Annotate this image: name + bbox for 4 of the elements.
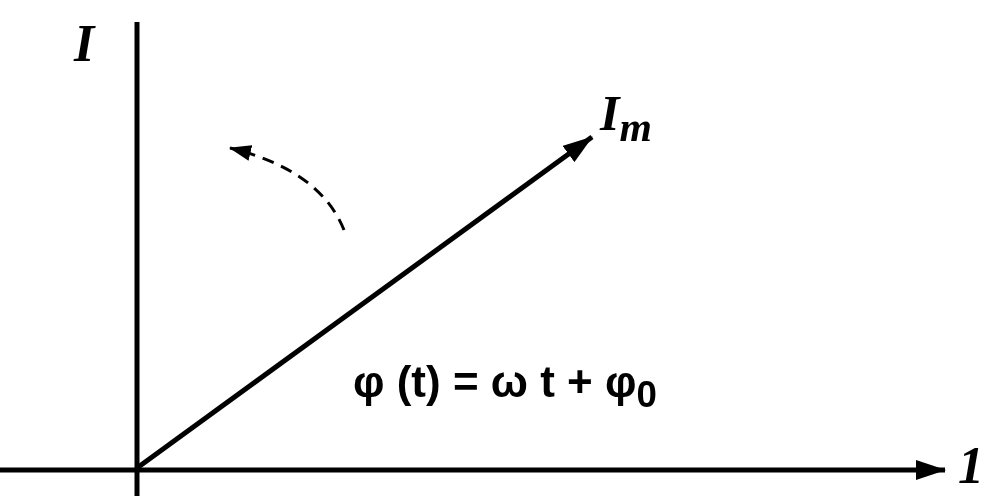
axis-label: 1 bbox=[958, 440, 984, 492]
axis-label: I bbox=[74, 18, 95, 70]
vector-label: I$_{m}$ bbox=[600, 88, 652, 149]
phase-equation: φ (t) = ω t + φ$_{0}$ bbox=[353, 360, 657, 414]
